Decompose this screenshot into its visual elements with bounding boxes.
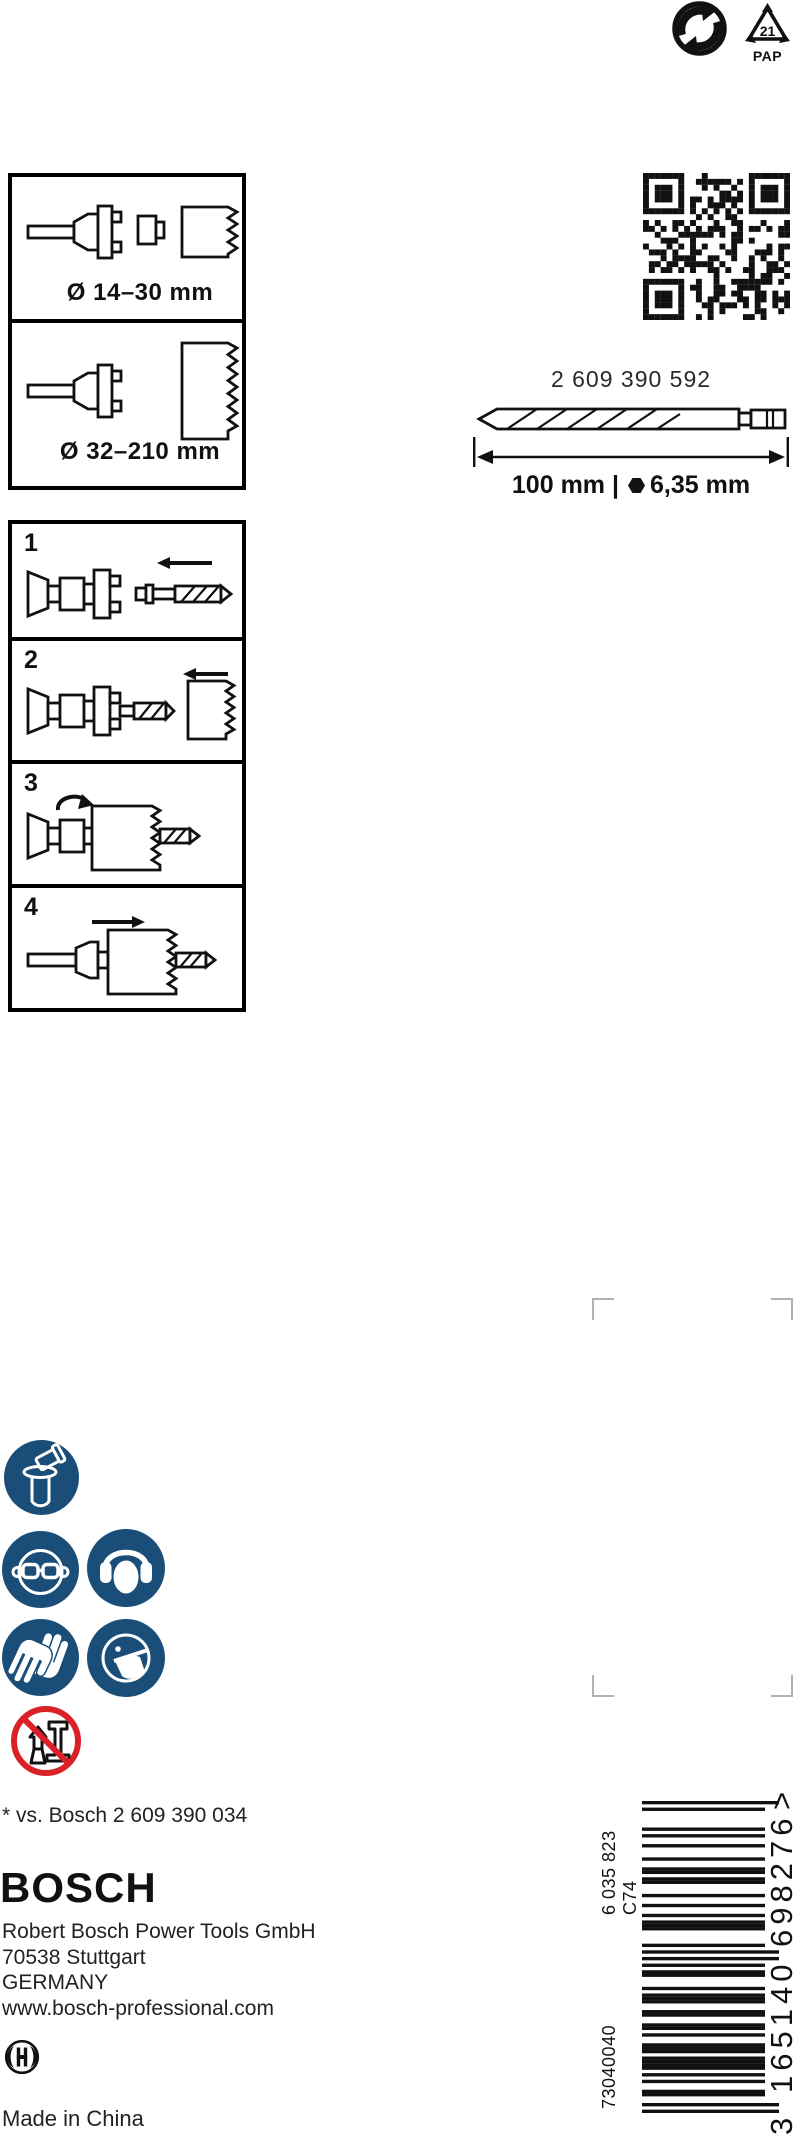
spec-box-large-range: Ø 32–210 mm xyxy=(12,323,242,486)
pap-material-label: PAP xyxy=(752,48,783,64)
separator: | xyxy=(612,471,620,499)
website: www.bosch-professional.com xyxy=(2,1996,274,2020)
arbor-small-holesaw-diagram xyxy=(26,204,240,260)
resy-pap-icon: 21 PAP xyxy=(744,3,791,64)
no-drill-stand-icon xyxy=(11,1706,81,1776)
ean-quiet-zone-indicator: > xyxy=(764,1791,799,1810)
hex-shank-icon xyxy=(628,478,646,493)
step-4-drill-diagram xyxy=(26,916,218,996)
address-line-2: 70538 Stuttgart xyxy=(2,1945,146,1969)
ean13-bars xyxy=(642,1801,779,2113)
step-3-number: 3 xyxy=(24,769,38,797)
step-2-attach-holesaw-diagram xyxy=(26,668,237,741)
step-3-tighten-diagram xyxy=(26,794,202,872)
step-2: 2 xyxy=(12,641,242,764)
arbor-handling-icon xyxy=(4,1440,79,1515)
order-number-vertical: 6 035 823 C74 xyxy=(599,1830,640,1915)
green-dot-icon xyxy=(672,1,727,56)
registration-mark-top-left xyxy=(592,1298,614,1320)
svg-text:21: 21 xyxy=(760,23,776,39)
ean-left-group: 165140 xyxy=(764,1959,799,2093)
length-label: 100 mm xyxy=(511,471,606,499)
size-range-label-large: Ø 32–210 mm xyxy=(59,438,221,465)
hex-size-label: 6,35 mm xyxy=(650,471,751,499)
registration-mark-top-right xyxy=(771,1298,793,1320)
ean-right-group: 698276 xyxy=(764,1813,799,1947)
bosch-wordmark: BOSCH xyxy=(0,1864,157,1911)
ean-first-digit: 3 xyxy=(764,2117,799,2135)
step-1-insert-pilot-drill-diagram xyxy=(26,557,234,620)
step-1: 1 xyxy=(12,524,242,641)
step-3: 3 xyxy=(12,764,242,888)
registration-mark-bottom-right xyxy=(771,1675,793,1697)
spec-box-small-range: Ø 14–30 mm xyxy=(12,177,242,323)
bosch-anchor-icon xyxy=(4,2039,40,2075)
step-4: 4 xyxy=(12,888,242,1008)
address-line-3: GERMANY xyxy=(2,1971,109,1994)
made-in-label: Made in China xyxy=(2,2106,144,2131)
step-1-number: 1 xyxy=(24,529,38,557)
comparison-note: * vs. Bosch 2 609 390 034 xyxy=(2,1804,248,1827)
recycling-triangle-icon: 21 xyxy=(745,3,790,43)
wear-gloves-icon xyxy=(2,1619,79,1696)
wear-dust-mask-icon xyxy=(87,1619,165,1697)
dimension-label: 100 mm| 6,35 mm xyxy=(473,471,789,500)
length-dimension-arrow xyxy=(473,437,789,467)
wear-ear-protection-icon xyxy=(87,1529,165,1607)
step-2-number: 2 xyxy=(24,646,38,674)
address-line-1: Robert Bosch Power Tools GmbH xyxy=(2,1920,316,1943)
part-number: 2 609 390 592 xyxy=(550,366,712,392)
wear-eye-protection-icon xyxy=(2,1531,79,1608)
size-range-boxes: Ø 14–30 mm Ø 32–210 mm xyxy=(8,173,246,490)
ean13-barcode: 3 165140 698276 > xyxy=(642,1785,800,2135)
step-4-number: 4 xyxy=(24,893,38,921)
registration-mark-bottom-left xyxy=(592,1675,614,1697)
assembly-steps: 1 2 xyxy=(8,520,246,1012)
size-range-label-small: Ø 14–30 mm xyxy=(66,279,214,306)
arbor-large-holesaw-diagram xyxy=(26,341,240,441)
qr-code xyxy=(643,173,790,320)
production-code-vertical: 73040040 xyxy=(599,2024,619,2109)
pilot-drill-graphic xyxy=(476,407,787,431)
manufacturer-address: Robert Bosch Power Tools GmbH 70538 Stut… xyxy=(2,1919,316,2021)
